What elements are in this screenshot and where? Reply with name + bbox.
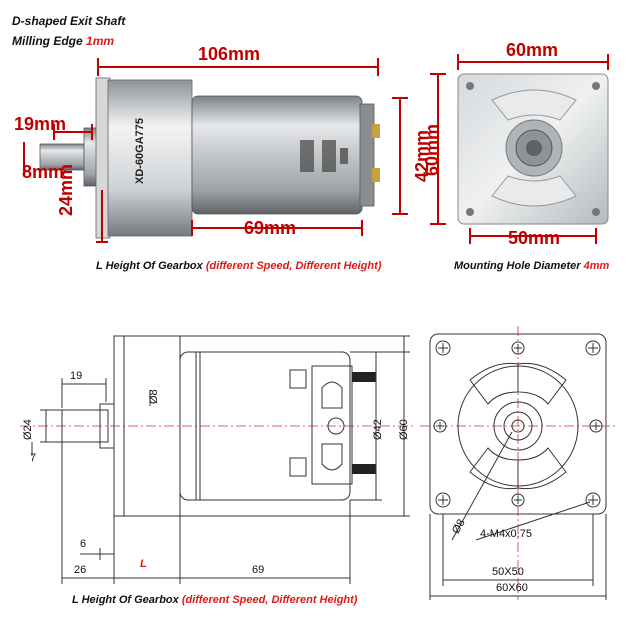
dim-gearbox-length: 24mm: [56, 163, 76, 216]
photo-front-dimensions: [430, 54, 609, 244]
shaft-photo: [39, 143, 85, 171]
drawing-side-view: [20, 335, 416, 584]
label-holes: 4-M4x0.75: [480, 528, 532, 540]
caption-side-drawing-red: (different Speed, Different Height): [181, 594, 358, 606]
label-motor-len: 69: [252, 564, 265, 576]
milling-edge-value: 1mm: [86, 34, 115, 48]
label-shaft-dia: Ø8: [148, 389, 160, 404]
dim-plate-width: 60mm: [506, 40, 559, 60]
label-gear-dia: Ø24: [22, 419, 34, 440]
label-gear-len: L: [140, 558, 147, 570]
caption-front-photo-red: 4mm: [583, 260, 610, 272]
caption-side-drawing: L Height Of Gearbox (different Speed, Di…: [72, 594, 357, 606]
label-boss: 6: [80, 538, 87, 550]
label-shaft-len: 19: [70, 370, 83, 382]
label-boss-len: 26: [74, 564, 87, 576]
caption-front-photo: Mounting Hole Diameter 4mm: [454, 260, 609, 272]
label-outer-size: 60X60: [496, 582, 528, 594]
label-flange-dia: Ø60: [398, 419, 410, 440]
caption-side-photo-red: (different Speed, Different Height): [205, 260, 382, 272]
caption-side-photo: L Height Of Gearbox (different Speed, Di…: [96, 260, 381, 272]
photo-side-dimensions: [23, 58, 408, 243]
label-flat: 7: [30, 452, 37, 464]
gearbox-photo: [107, 79, 193, 237]
dim-hole-spacing: 50mm: [508, 228, 561, 248]
header-subtitle: Milling Edge 1mm: [12, 34, 114, 48]
photo-front-plate: [457, 73, 609, 225]
caption-side-drawing-text: L Height Of Gearbox: [72, 594, 179, 606]
drawing-front-view: [420, 326, 616, 600]
dim-motor-length: 69mm: [244, 218, 297, 238]
dim-shaft-length: 19mm: [14, 114, 67, 134]
header-title: D-shaped Exit Shaft: [12, 14, 126, 28]
motor-model-label: XD-60GA775: [134, 117, 146, 184]
milling-edge-label: Milling Edge: [12, 34, 83, 48]
photo-side-motor: [39, 77, 380, 239]
label-inner-spacing: 50X50: [492, 566, 524, 578]
caption-front-photo-text: Mounting Hole Diameter: [454, 260, 581, 272]
caption-side-photo-text: L Height Of Gearbox: [96, 260, 203, 272]
dim-shaft-diameter: 8mm: [22, 162, 65, 182]
motor-can-photo: [191, 95, 363, 215]
label-motor-dia: Ø42: [372, 419, 384, 440]
dim-total-length: 106mm: [198, 44, 261, 64]
dim-plate-height: 60mm: [422, 123, 442, 176]
